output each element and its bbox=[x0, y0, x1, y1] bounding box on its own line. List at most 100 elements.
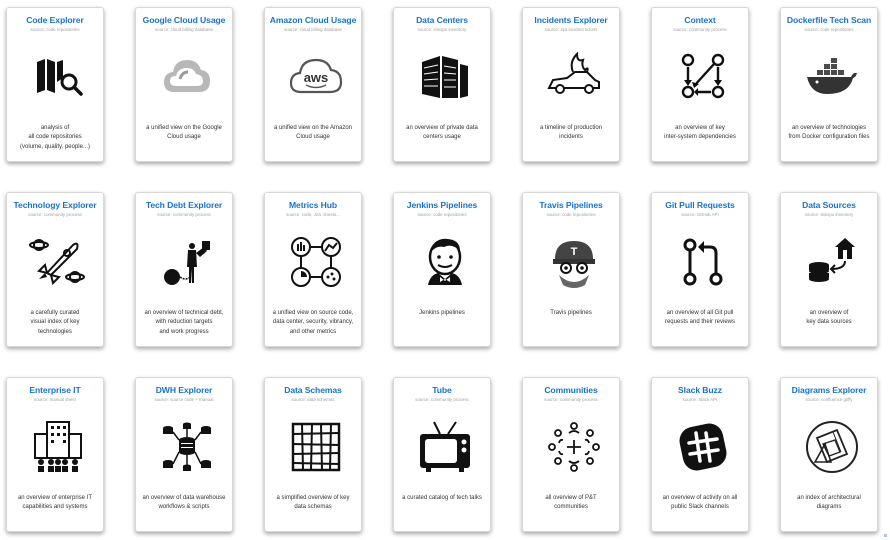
card-title[interactable]: Communities bbox=[544, 385, 598, 395]
ball-and-chain-icon bbox=[158, 233, 216, 291]
card-description: an overview of activity on all public Sl… bbox=[662, 495, 738, 511]
card-description: an overview of key inter-system dependen… bbox=[664, 125, 736, 141]
card-title[interactable]: Tube bbox=[432, 385, 452, 395]
card-source: source: community process bbox=[544, 397, 598, 402]
schema-grid-icon bbox=[287, 418, 345, 476]
card-jenkins-pipelines[interactable]: Jenkins Pipelines source: code repositori… bbox=[393, 192, 491, 347]
card-source: source: code, Jira, sheets... bbox=[286, 212, 340, 217]
enterprise-building-icon bbox=[29, 418, 87, 476]
card-description: an overview of technical debt, with redu… bbox=[144, 310, 224, 335]
card-data-sources[interactable]: Data Sources source: sitexpo inventory an … bbox=[780, 192, 878, 347]
card-description: an overview of enterprise IT capabilitie… bbox=[17, 495, 93, 511]
card-code-explorer[interactable]: Code Explorer source: code repositories an… bbox=[6, 7, 104, 162]
google-cloud-icon bbox=[158, 48, 216, 106]
card-incidents-explorer[interactable]: Incidents Explorer source: Jira incident … bbox=[522, 7, 620, 162]
database-house-icon bbox=[803, 233, 861, 291]
aws-cloud-icon: aws bbox=[287, 48, 345, 106]
card-description: all overview of P&T communities bbox=[545, 495, 597, 511]
card-source: source: code repositories bbox=[417, 212, 467, 217]
card-description: analysis of all code repositories (volum… bbox=[20, 125, 90, 150]
card-source: source: Slack API bbox=[682, 397, 718, 402]
card-amazon-cloud-usage[interactable]: Amazon Cloud Usage source: cloud billing … bbox=[264, 7, 362, 162]
card-description: an overview of technologies from Docker … bbox=[788, 125, 870, 141]
card-description: a carefully curated visual index of key … bbox=[30, 310, 80, 335]
card-description: a unified view on the Amazon Cloud usage bbox=[273, 125, 353, 141]
card-enterprise-it[interactable]: Enterprise IT source: manual sheet an over… bbox=[6, 377, 104, 532]
card-data-centers[interactable]: Data Centers source: sitexpo inventory an … bbox=[393, 7, 491, 162]
rocket-planets-icon bbox=[29, 233, 87, 291]
card-description: a simplified overview of key data schema… bbox=[276, 495, 350, 511]
card-source: source: Jira incident tickets bbox=[544, 27, 598, 32]
card-source: source: sitexpo inventory bbox=[417, 27, 467, 32]
card-title[interactable]: Data Centers bbox=[416, 15, 468, 25]
card-title[interactable]: Dockerfile Tech Scan bbox=[786, 15, 872, 25]
card-title[interactable]: Slack Buzz bbox=[678, 385, 722, 395]
svg-text:T: T bbox=[571, 246, 578, 258]
card-source: source: data schemas bbox=[291, 397, 335, 402]
card-title[interactable]: Data Sources bbox=[802, 200, 856, 210]
card-title[interactable]: Enterprise IT bbox=[29, 385, 81, 395]
metrics-network-icon bbox=[287, 233, 345, 291]
card-title[interactable]: Metrics Hub bbox=[288, 200, 338, 210]
pull-request-icon bbox=[674, 233, 732, 291]
television-icon bbox=[416, 418, 474, 476]
card-title[interactable]: DWH Explorer bbox=[155, 385, 213, 395]
card-description: a curated catalog of tech talks bbox=[402, 495, 482, 501]
card-description: Jenkins pipelines bbox=[419, 310, 465, 316]
card-source: source: sitexpo inventory bbox=[804, 212, 854, 217]
card-context[interactable]: Context source: community process an overv… bbox=[651, 7, 749, 162]
card-source: source: source code + manual bbox=[154, 397, 214, 402]
card-title[interactable]: Context bbox=[684, 15, 716, 25]
card-title[interactable]: Diagrams Explorer bbox=[791, 385, 867, 395]
card-description: an overview of private data centers usag… bbox=[406, 125, 478, 141]
card-title[interactable]: Tech Debt Explorer bbox=[145, 200, 223, 210]
card-description: a unified view on the Google Cloud usage bbox=[146, 125, 222, 141]
car-on-fire-icon bbox=[545, 48, 603, 106]
card-description: Travis pipelines bbox=[550, 310, 592, 316]
people-circle-icon bbox=[545, 418, 603, 476]
dependency-arrows-icon bbox=[674, 48, 732, 106]
card-source: source: cloud billing database bbox=[155, 27, 213, 32]
database-network-icon bbox=[158, 418, 216, 476]
card-title[interactable]: Incidents Explorer bbox=[534, 15, 608, 25]
card-title[interactable]: Amazon Cloud Usage bbox=[269, 15, 357, 25]
card-travis-pipelines[interactable]: Travis Pipelines source: code repositorie… bbox=[522, 192, 620, 347]
building-icon bbox=[416, 48, 474, 106]
card-diagrams-explorer[interactable]: Diagrams Explorer source: confluence glif… bbox=[780, 377, 878, 532]
card-description: an overview of key data sources bbox=[806, 310, 852, 326]
card-source: source: code repositories bbox=[546, 212, 596, 217]
slack-hash-icon bbox=[674, 418, 732, 476]
card-dockerfile-tech-scan[interactable]: Dockerfile Tech Scan source: code reposit… bbox=[780, 7, 878, 162]
card-title[interactable]: Code Explorer bbox=[26, 15, 84, 25]
card-tube[interactable]: Tube source: community process a curated c… bbox=[393, 377, 491, 532]
card-source: source: code repositories bbox=[30, 27, 80, 32]
card-communities[interactable]: Communities source: community process all … bbox=[522, 377, 620, 532]
card-source: source: community process bbox=[673, 27, 727, 32]
card-source: source: cloud billing database bbox=[284, 27, 342, 32]
card-title[interactable]: Technology Explorer bbox=[13, 200, 97, 210]
card-title[interactable]: Jenkins Pipelines bbox=[406, 200, 478, 210]
card-technology-explorer[interactable]: Technology Explorer source: community pro… bbox=[6, 192, 104, 347]
card-metrics-hub[interactable]: Metrics Hub source: code, Jira, sheets...… bbox=[264, 192, 362, 347]
card-data-schemas[interactable]: Data Schemas source: data schemas a simpli… bbox=[264, 377, 362, 532]
card-dwh-explorer[interactable]: DWH Explorer source: source code + manual… bbox=[135, 377, 233, 532]
card-source: source: confluence gliffy bbox=[805, 397, 853, 402]
card-title[interactable]: Travis Pipelines bbox=[539, 200, 603, 210]
card-title[interactable]: Google Cloud Usage bbox=[142, 15, 226, 25]
card-title[interactable]: Git Pull Requests bbox=[665, 200, 735, 210]
card-source: source: code repositories bbox=[804, 27, 854, 32]
card-description: a unified view on source code, data cent… bbox=[272, 310, 354, 335]
card-source: source: manual sheet bbox=[34, 397, 76, 402]
card-description: an overview of data warehouse workflows … bbox=[142, 495, 226, 511]
docker-whale-icon bbox=[803, 48, 861, 106]
card-source: source: community process bbox=[415, 397, 469, 402]
card-title[interactable]: Data Schemas bbox=[284, 385, 342, 395]
card-source: source: community process bbox=[28, 212, 82, 217]
map-magnifier-icon bbox=[29, 48, 87, 106]
card-google-cloud-usage[interactable]: Google Cloud Usage source: cloud billing … bbox=[135, 7, 233, 162]
travis-mascot-icon: T bbox=[545, 233, 603, 291]
card-slack-buzz[interactable]: Slack Buzz source: Slack API an overview o… bbox=[651, 377, 749, 532]
